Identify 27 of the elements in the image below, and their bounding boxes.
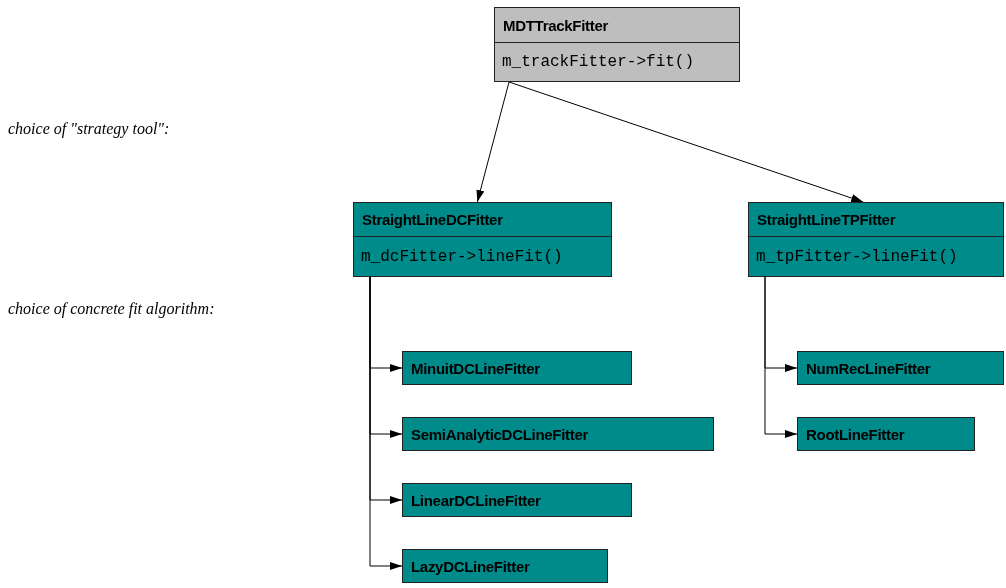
class-name: MDTTrackFitter	[502, 15, 609, 36]
class-box	[748, 202, 1004, 277]
class-box	[402, 351, 632, 385]
class-box	[494, 7, 740, 82]
class-box	[402, 483, 632, 517]
arrow	[369, 276, 403, 570]
class-box	[797, 351, 1004, 385]
annotation-text: choice of "strategy tool":	[8, 120, 170, 138]
class-box	[402, 549, 608, 583]
arrow	[476, 81, 510, 203]
method-call: m_tpFitter->lineFit()	[749, 236, 1003, 276]
class-name: StraightLineTPFitter	[756, 210, 897, 230]
annotation-text: choice of concrete fit algorithm:	[8, 300, 215, 318]
class-name: MinuitDCLineFitter	[410, 358, 541, 379]
class-name: LazyDCLineFitter	[410, 556, 531, 577]
class-name: NumRecLineFitter	[805, 358, 932, 379]
arrow	[764, 276, 798, 438]
class-box	[353, 202, 612, 277]
class-name: LinearDCLineFitter	[410, 490, 542, 511]
class-name: RootLineFitter	[805, 424, 906, 445]
arrow	[508, 81, 864, 203]
method-call: m_dcFitter->lineFit()	[354, 236, 611, 276]
class-name: SemiAnalyticDCLineFitter	[410, 424, 589, 445]
method-call: m_trackFitter->fit()	[495, 42, 739, 81]
class-name: StraightLineDCFitter	[361, 210, 504, 230]
class-box	[402, 417, 714, 451]
class-box	[797, 417, 975, 451]
